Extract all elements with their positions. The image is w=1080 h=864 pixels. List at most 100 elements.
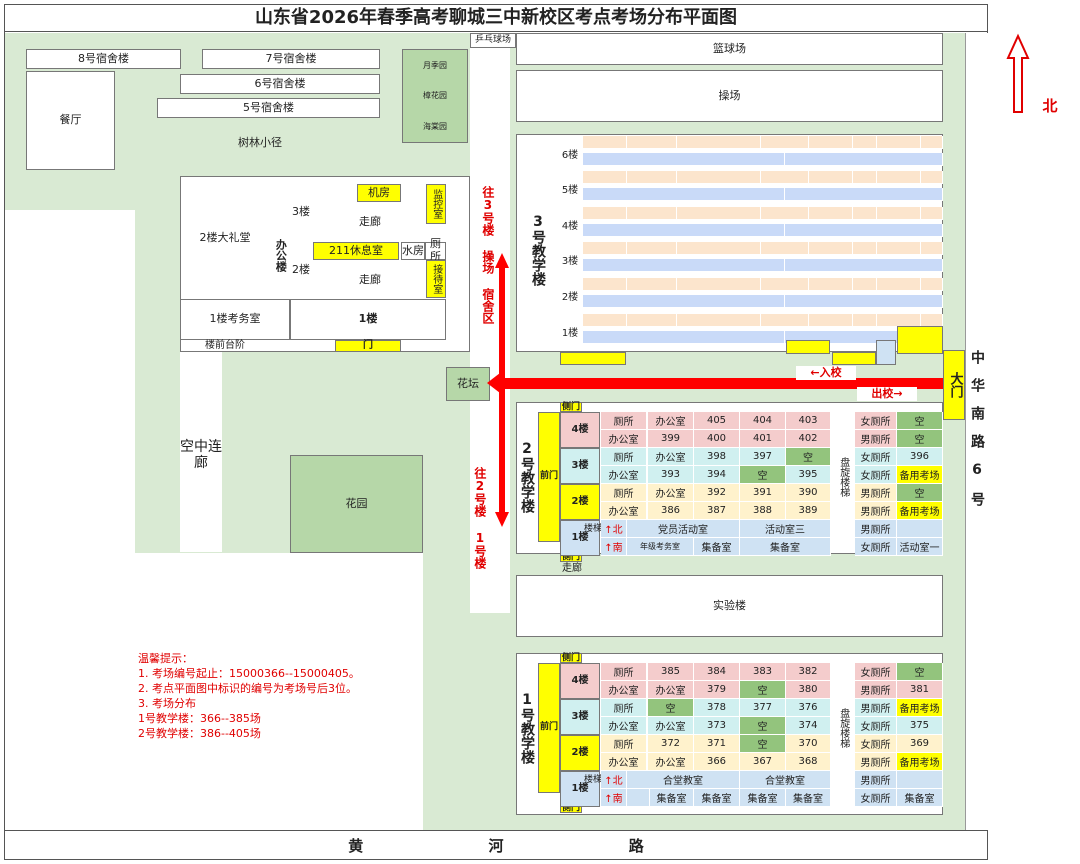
east-road-label: 中华南路6号 [969,350,986,520]
lab-building: 实验楼 [516,575,943,637]
b3-divider-4-1 [676,242,677,255]
b3-floor-bottom-1 [583,153,943,166]
b2-cell-2-1: 办公室 [648,448,694,466]
b3-divider-1-6 [920,136,921,149]
b1-cell-5-3: 367 [740,753,786,771]
forest-path-label: 树林小径 [238,135,282,149]
b1-cell-2-2: 378 [694,699,740,717]
b3-divider-2-5 [876,171,877,184]
basketball-court: 篮球场 [516,33,943,65]
southwest-open-area [135,553,423,830]
b1-floor-2: 3楼 [560,699,600,735]
garden: 花园 [290,455,423,553]
b2-cell-3-4: 395 [786,466,831,484]
b3-floor-label-3: 4楼 [561,221,579,233]
b1-cell-6-1: 合堂教室 [627,771,740,789]
b1-cell-1-4: 380 [786,681,831,699]
north-label: 北 [1042,97,1058,116]
b1-floor-4: 1楼 [560,771,600,807]
corridor-path [180,352,222,552]
b2-right-6-0: 男厕所 [855,520,897,538]
b2-right-2-1: 396 [897,448,943,466]
route-to-building-3-label: 往3号楼 操场 宿舍区 [480,186,495,324]
b1-cell-2-4: 376 [786,699,831,717]
office-floor-3: 3楼 [290,182,312,242]
b3-floor-bottom-5 [583,295,943,308]
b3-divider-1-2 [760,136,761,149]
b1-right-7-1: 集备室 [897,789,943,807]
main-gate: 大门 [943,350,965,420]
b2-front-door: 前门 [539,470,558,481]
b1-cell-7-2: 集备室 [650,789,694,807]
office-corridor-3: 走廊 [359,214,381,228]
b2-cell-3-0: 办公室 [601,466,647,484]
east-road [965,33,988,830]
b3-divider-3-0 [626,207,627,220]
office-door: 门 [335,340,401,352]
b3-mid-divider-6 [784,331,785,344]
south-road: 黄 河 路 [4,830,988,860]
b1-right-2-1: 备用考场 [897,699,943,717]
b2-right-0-1: 空 [897,412,943,430]
monitor-room-label: 监控室 [430,189,442,219]
b2-stairs: 楼梯 [583,523,602,534]
b2-cell-0-4: 403 [786,412,831,430]
garden-camphor: 樟花园 [423,91,447,101]
b1-cell-7-1 [627,789,650,807]
b2-cell-3-1: 393 [648,466,694,484]
b1-right-1-0: 男厕所 [855,681,897,699]
b1-stairs: 楼梯 [583,774,602,785]
b3-divider-1-5 [876,136,877,149]
b1-front-door-column [538,663,560,793]
monitor-room: 监控室 [426,184,446,224]
b2-right-5-1: 备用考场 [897,502,943,520]
b1-floor-1: 4楼 [560,663,600,699]
b2-floor-2: 3楼 [560,448,600,484]
b1-right-4-1: 369 [897,735,943,753]
b1-cell-7-0: ↑南 [601,789,627,807]
dorm-6: 6号宿舍楼 [180,74,380,94]
b1-cell-4-1: 372 [648,735,694,753]
b1-spiral-stairs: 盘旋楼梯 [837,708,849,748]
south-arrow-shaft [499,389,505,514]
b2-spiral-stairs: 盘旋楼梯 [837,457,849,497]
playground: 操场 [516,70,943,122]
b1-cell-4-3: 空 [740,735,786,753]
b1-cell-5-2: 366 [694,753,740,771]
b2-cell-4-4: 390 [786,484,831,502]
b2-cell-3-2: 394 [694,466,740,484]
b3-divider-2-3 [808,171,809,184]
north-arrowhead [495,253,509,268]
b3-divider-5-1 [676,278,677,291]
b3-divider-2-2 [760,171,761,184]
auditorium: 2楼大礼堂 [199,230,251,244]
garden-crabapple: 海棠园 [423,122,447,132]
b2-cell-2-3: 397 [740,448,786,466]
b2-right-1-0: 男厕所 [855,430,897,448]
b3-divider-5-4 [852,278,853,291]
b2-right-0-0: 女厕所 [855,412,897,430]
b2-cell-6-2: 活动室三 [740,520,831,538]
b2-cell-4-1: 办公室 [648,484,694,502]
b3-divider-4-4 [852,242,853,255]
computer-room: 机房 [357,184,401,202]
b3-floor-top-3 [583,207,943,220]
office-floor-2: 2楼 [290,242,312,299]
b3-floor-label-6: 1楼 [561,328,579,340]
b3-divider-6-5 [876,314,877,327]
b3-divider-6-3 [808,314,809,327]
b3-floor-label-1: 6楼 [561,150,579,162]
b1-cell-7-3: 集备室 [694,789,740,807]
dorm-7: 7号宿舍楼 [202,49,380,69]
b2-cell-6-0: ↑北 [601,520,627,538]
b1-front-door: 前门 [539,721,558,732]
tips-line-4: 1号教学楼：366--385场 [138,712,261,725]
b2-cell-1-1: 399 [648,430,694,448]
b3-floor-top-5 [583,278,943,291]
b2-cell-3-3: 空 [740,466,786,484]
office-corridor-2: 走廊 [359,272,381,286]
b1-right-0-1: 空 [897,663,943,681]
reception-room-label: 接待室 [430,264,442,294]
b3-divider-2-0 [626,171,627,184]
b2-right-4-1: 空 [897,484,943,502]
